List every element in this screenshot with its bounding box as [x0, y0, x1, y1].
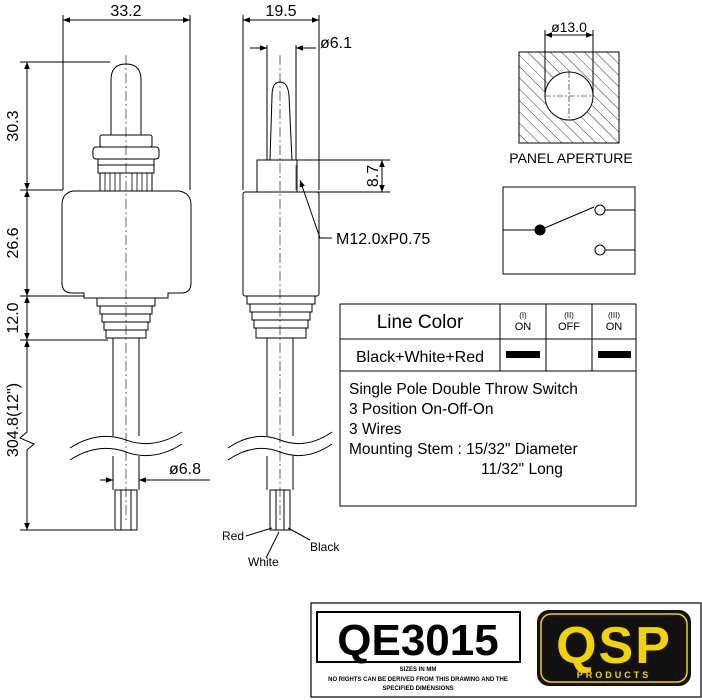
position-1-mark — [506, 351, 540, 358]
dim-wire-dia: ø6.8 — [169, 461, 201, 478]
part-number: QE3015 — [337, 616, 498, 665]
dim-stem-dia: ø6.1 — [320, 35, 352, 52]
wire-label-black: Black — [310, 540, 340, 554]
dim-lever-height: 30.3 — [5, 110, 22, 141]
logo-text: QSP — [556, 617, 672, 675]
dim-thread: M12.0xP0.75 — [336, 231, 430, 248]
position-3-label: ON — [606, 321, 623, 333]
side-view — [227, 15, 390, 559]
footer-rights-2: SPECIFIED DIMENSIONS — [382, 686, 453, 692]
logo-sub: PRODUCTS — [577, 670, 652, 680]
position-3-num: (III) — [608, 311, 620, 320]
switch-schematic — [502, 186, 636, 275]
position-1-num: (I) — [519, 311, 527, 320]
dim-boot-height: 12.0 — [5, 302, 22, 333]
spec-line-2: 3 Position On-Off-On — [349, 401, 493, 418]
front-view — [19, 15, 210, 531]
position-3-mark — [598, 351, 631, 358]
row-label: Black+White+Red — [356, 349, 484, 366]
footer-sizes: SIZES IN MM — [400, 667, 437, 673]
panel-aperture — [518, 30, 620, 144]
footer-rights-1: NO RIGHTS CAN BE DERIVED FROM THIS DRAWI… — [328, 677, 508, 683]
position-2-label: OFF — [558, 321, 580, 333]
dim-width-top: 33.2 — [110, 3, 141, 20]
title-block — [310, 602, 702, 698]
panel-aperture-label: PANEL APERTURE — [509, 150, 632, 166]
dim-wire-length: 304.8(12") — [5, 383, 22, 457]
dim-bushing-height: 8.7 — [365, 165, 382, 187]
dim-width-side: 19.5 — [265, 3, 296, 20]
spec-line-5: 11/32" Long — [481, 461, 563, 478]
position-2-num: (II) — [564, 311, 574, 320]
spec-table — [339, 303, 637, 507]
position-1-label: ON — [515, 321, 532, 333]
dim-body-height: 26.6 — [5, 227, 22, 258]
spec-line-1: Single Pole Double Throw Switch — [349, 381, 578, 398]
qsp-logo: QSP PRODUCTS — [537, 610, 691, 686]
wire-label-red: Red — [222, 529, 244, 543]
spec-line-4: Mounting Stem : 15/32" Diameter — [349, 441, 578, 458]
wire-label-white: White — [248, 555, 279, 569]
table-header: Line Color — [377, 312, 464, 333]
spec-line-3: 3 Wires — [349, 421, 402, 438]
dim-aperture-dia: ø13.0 — [551, 19, 587, 35]
